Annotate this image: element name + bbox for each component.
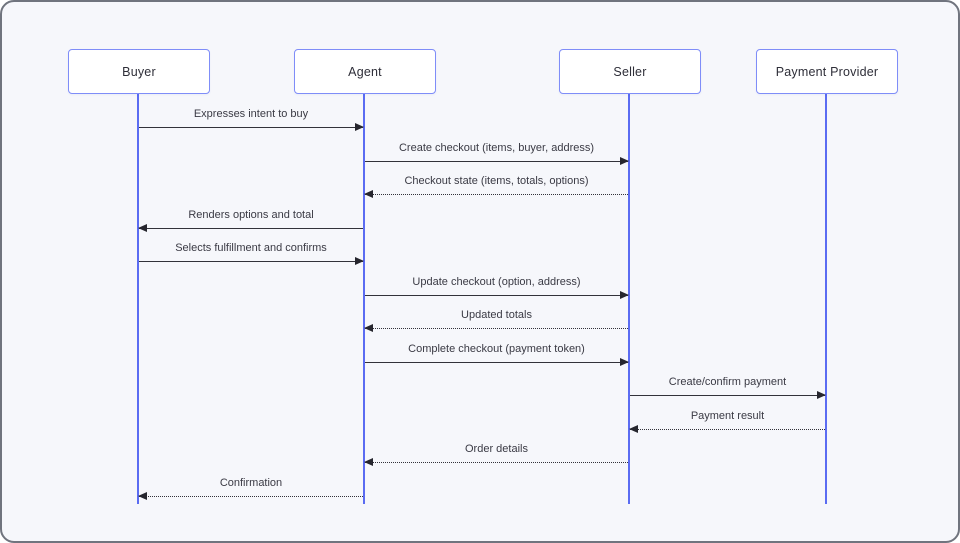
message-label: Selects fulfillment and confirms <box>175 242 327 254</box>
arrowhead-icon <box>355 123 364 131</box>
message-arrow <box>139 257 364 265</box>
message-arrow <box>365 290 629 299</box>
message-arrow <box>138 491 363 500</box>
participant-box-payment-provider: Payment Provider <box>756 49 898 94</box>
message-label: Payment result <box>690 409 765 422</box>
lifeline-buyer <box>137 93 139 504</box>
arrowhead-icon <box>364 190 373 198</box>
participant-box-seller: Seller <box>559 49 701 94</box>
arrowhead-icon <box>138 223 147 232</box>
lifeline-payment-provider <box>825 93 827 504</box>
message-label: Updated totals <box>461 309 532 321</box>
participant-box-agent: Agent <box>294 49 436 94</box>
message-arrow <box>365 357 629 366</box>
message-arrow <box>364 324 628 332</box>
arrowhead-icon <box>364 458 373 466</box>
arrowhead-icon <box>355 257 364 265</box>
message-arrow <box>139 123 364 131</box>
participant-box-buyer: Buyer <box>68 49 210 94</box>
participant-label: Payment Provider <box>775 64 879 79</box>
message-arrow <box>364 458 628 466</box>
arrowhead-icon <box>817 391 826 399</box>
message-arrow <box>629 424 825 433</box>
arrowhead-icon <box>620 156 629 165</box>
participant-label: Agent <box>348 64 382 79</box>
arrowhead-icon <box>620 357 629 366</box>
arrowhead-icon <box>138 491 147 500</box>
participant-label: Seller <box>613 64 647 79</box>
message-label: Order details <box>465 443 528 455</box>
message-label: Update checkout (option, address) <box>412 275 581 288</box>
message-arrow <box>365 156 629 165</box>
arrowhead-icon <box>620 290 629 299</box>
arrowhead-icon <box>629 424 638 433</box>
message-arrow <box>630 391 826 399</box>
message-label: Create checkout (items, buyer, address) <box>398 141 595 154</box>
message-arrow <box>364 190 628 198</box>
message-label: Checkout state (items, totals, options) <box>404 175 589 187</box>
message-label: Expresses intent to buy <box>193 108 309 120</box>
lifeline-seller <box>628 93 630 504</box>
message-label: Create/confirm payment <box>668 376 787 388</box>
arrowhead-icon <box>364 324 373 332</box>
message-label: Confirmation <box>219 476 283 489</box>
participant-label: Buyer <box>122 64 156 79</box>
message-label: Renders options and total <box>188 208 314 221</box>
lifeline-agent <box>363 93 365 504</box>
message-arrow <box>138 223 363 232</box>
message-label: Complete checkout (payment token) <box>408 342 585 355</box>
